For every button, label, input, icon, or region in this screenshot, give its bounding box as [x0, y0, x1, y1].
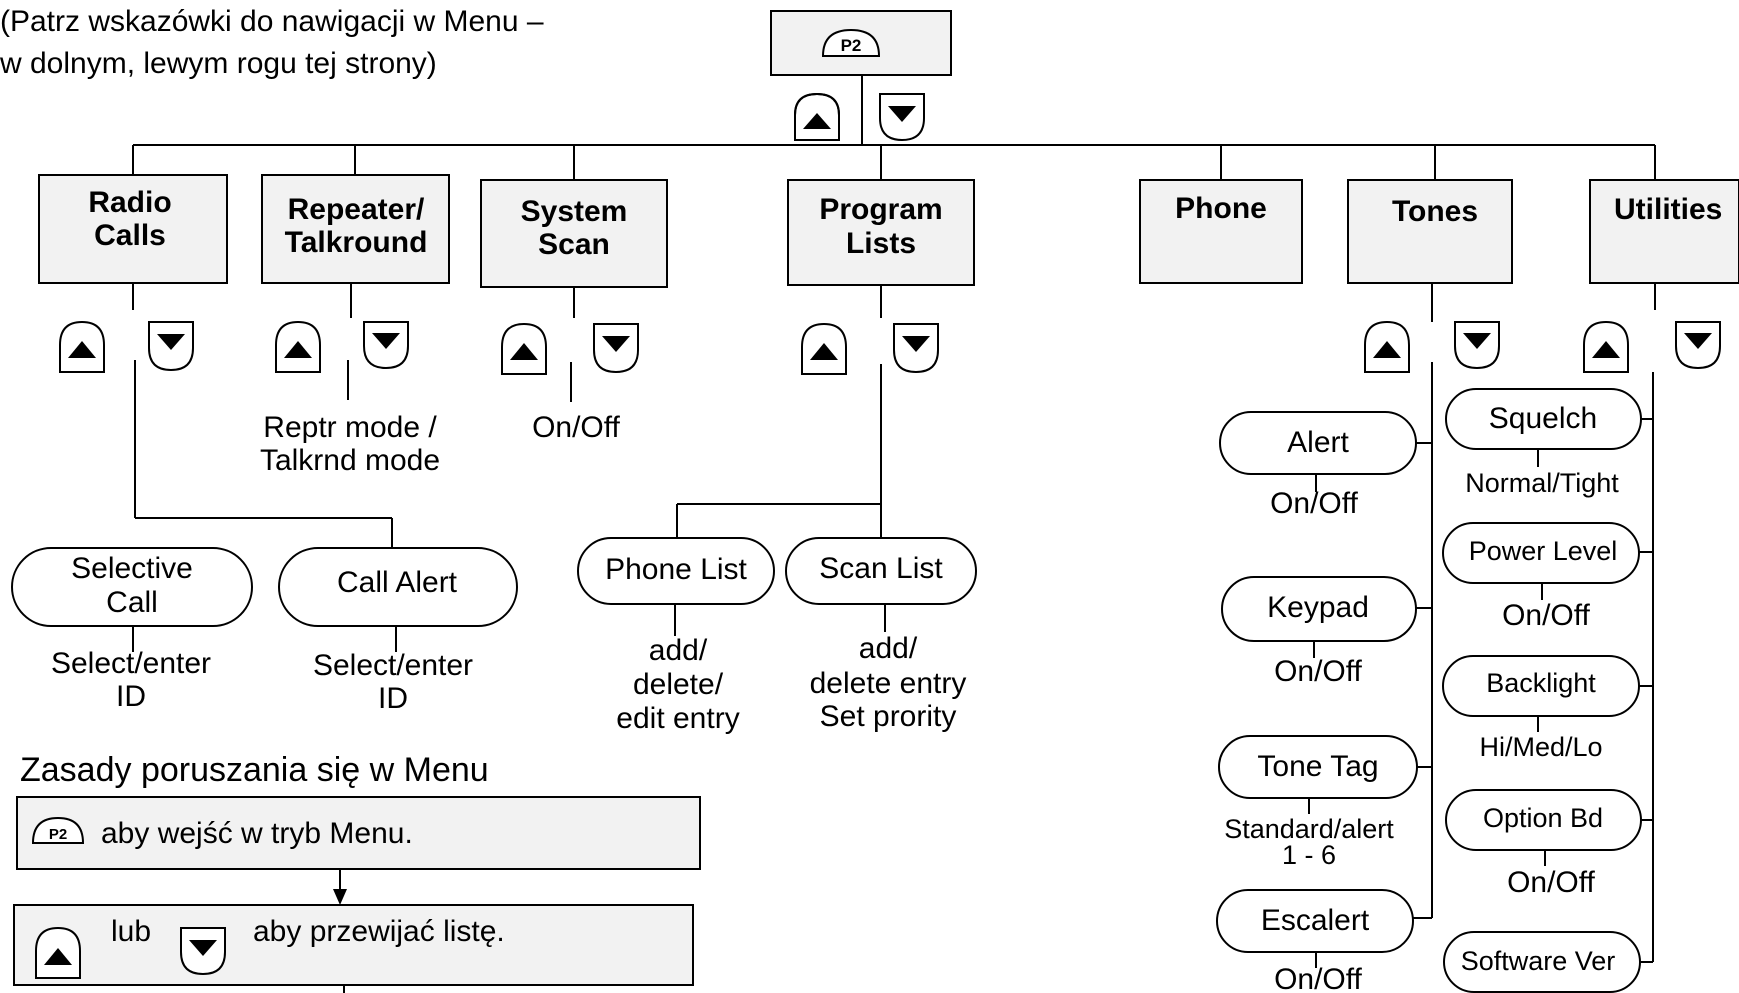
- radio-calls-scroll-down-icon[interactable]: [148, 321, 194, 372]
- tone-escalert-item[interactable]: Escalert: [1216, 889, 1414, 953]
- menu-label-1: Repeater/: [288, 193, 425, 226]
- tone-keypad-value: On/Off: [1274, 655, 1362, 688]
- item-label: Keypad: [1267, 591, 1369, 624]
- scan-list-value-3: Set prority: [820, 700, 957, 733]
- item-label: Alert: [1287, 426, 1349, 459]
- phone-list-value-3: edit entry: [616, 702, 739, 735]
- system-scan-scroll-down-icon[interactable]: [593, 323, 639, 374]
- repeater-scroll-down-icon[interactable]: [363, 321, 409, 370]
- menu-label-1: Radio: [88, 186, 171, 219]
- program-lists-scroll-up-icon[interactable]: [801, 322, 847, 375]
- menu-label-1: Phone: [1175, 192, 1267, 225]
- selective-call-value-1: Select/enter: [51, 647, 211, 680]
- scan-list-value-1: add/: [859, 632, 918, 665]
- menu-program-lists[interactable]: Program Lists: [787, 179, 975, 286]
- item-label-2: Call: [106, 586, 158, 619]
- scroll-down-icon: [180, 927, 226, 976]
- menu-system-scan[interactable]: System Scan: [480, 179, 668, 288]
- menu-label-2: Lists: [846, 227, 916, 260]
- utility-power-level-value: On/Off: [1502, 599, 1590, 632]
- program-lists-scroll-down-icon[interactable]: [893, 323, 939, 374]
- tone-tag-item[interactable]: Tone Tag: [1218, 735, 1418, 799]
- tones-scroll-up-icon[interactable]: [1364, 320, 1410, 373]
- p2-key-icon: P2: [821, 28, 881, 57]
- scan-list-value-2: delete entry: [810, 667, 967, 700]
- item-label: Backlight: [1486, 668, 1596, 698]
- utility-squelch-item[interactable]: Squelch: [1445, 388, 1642, 450]
- menu-phone[interactable]: Phone: [1139, 179, 1303, 284]
- menu-label-1: System: [521, 195, 628, 228]
- item-label: Squelch: [1489, 402, 1597, 435]
- menu-label-1: Tones: [1392, 195, 1478, 228]
- menu-radio-calls[interactable]: Radio Calls: [38, 174, 228, 284]
- item-label: Software Ver: [1461, 946, 1616, 976]
- tone-alert-value: On/Off: [1270, 487, 1358, 520]
- repeater-value-2: Talkrnd mode: [260, 444, 440, 477]
- menu-label-2: Calls: [94, 219, 166, 252]
- tone-alert-item[interactable]: Alert: [1219, 411, 1417, 475]
- navigation-step-2: [13, 904, 694, 986]
- phone-list-value-1: add/: [649, 634, 708, 667]
- intro-line-1: (Patrz wskazówki do nawigacji w Menu –: [0, 5, 544, 38]
- menu-utilities[interactable]: Utilities: [1589, 179, 1739, 284]
- navigation-step-2-text: aby przewijać listę.: [253, 915, 505, 948]
- utility-power-level-item[interactable]: Power Level: [1442, 522, 1640, 584]
- utilities-scroll-down-icon[interactable]: [1675, 321, 1721, 370]
- tones-scroll-down-icon[interactable]: [1454, 321, 1500, 370]
- menu-label-2: Talkround: [285, 226, 428, 259]
- tone-tag-value-2: 1 - 6: [1282, 840, 1336, 870]
- call-alert-value-1: Select/enter: [313, 649, 473, 682]
- tone-escalert-value: On/Off: [1274, 963, 1362, 993]
- radio-calls-scroll-up-icon[interactable]: [59, 320, 105, 373]
- menu-tones[interactable]: Tones: [1347, 179, 1513, 284]
- system-scan-scroll-up-icon[interactable]: [501, 322, 547, 375]
- scan-list-item[interactable]: Scan List: [785, 537, 977, 605]
- item-label: Phone List: [605, 553, 747, 586]
- scroll-up-icon: [35, 926, 81, 979]
- tone-tag-value-1: Standard/alert: [1224, 814, 1394, 844]
- root-scroll-up-icon[interactable]: [794, 92, 840, 141]
- utilities-scroll-up-icon[interactable]: [1583, 320, 1629, 373]
- menu-label-1: Utilities: [1614, 193, 1722, 226]
- item-label: Tone Tag: [1257, 750, 1378, 783]
- item-label: Scan List: [819, 552, 943, 585]
- intro-line-2: w dolnym, lewym rogu tej strony): [0, 47, 437, 80]
- item-label-1: Selective: [71, 552, 193, 585]
- utility-backlight-item[interactable]: Backlight: [1442, 655, 1640, 717]
- p2-key-icon: P2: [31, 816, 85, 844]
- navigation-or: lub: [111, 915, 151, 948]
- utility-software-ver-item[interactable]: Software Ver: [1443, 931, 1641, 993]
- item-label: Power Level: [1469, 536, 1618, 566]
- p2-key-label: P2: [49, 826, 67, 843]
- utility-option-bd-item[interactable]: Option Bd: [1445, 789, 1642, 851]
- root-scroll-down-icon[interactable]: [879, 93, 925, 142]
- utility-backlight-value: Hi/Med/Lo: [1479, 732, 1602, 762]
- selective-call-value-2: ID: [116, 680, 146, 713]
- selective-call-item[interactable]: Selective Call: [11, 547, 253, 627]
- tone-keypad-item[interactable]: Keypad: [1221, 576, 1417, 642]
- item-label-1: Call Alert: [337, 566, 458, 599]
- call-alert-value-2: ID: [378, 682, 408, 715]
- navigation-title: Zasady poruszania się w Menu: [20, 751, 489, 789]
- phone-list-item[interactable]: Phone List: [577, 537, 775, 605]
- system-scan-value: On/Off: [532, 411, 620, 444]
- utility-squelch-value: Normal/Tight: [1465, 468, 1619, 498]
- call-alert-item[interactable]: Call Alert: [278, 547, 518, 627]
- utility-option-bd-value: On/Off: [1507, 866, 1595, 899]
- navigation-step-1-text: aby wejść w tryb Menu.: [101, 817, 413, 850]
- p2-key-label: P2: [841, 36, 862, 55]
- repeater-value-1: Reptr mode /: [263, 411, 437, 444]
- menu-repeater-talkround[interactable]: Repeater/ Talkround: [261, 174, 450, 284]
- item-label: Escalert: [1261, 904, 1370, 937]
- repeater-scroll-up-icon[interactable]: [275, 320, 321, 373]
- menu-label-2: Scan: [538, 228, 610, 261]
- item-label: Option Bd: [1483, 803, 1603, 833]
- navigation-step-1: [16, 796, 701, 870]
- phone-list-value-2: delete/: [633, 668, 724, 701]
- menu-label-1: Program: [819, 193, 942, 226]
